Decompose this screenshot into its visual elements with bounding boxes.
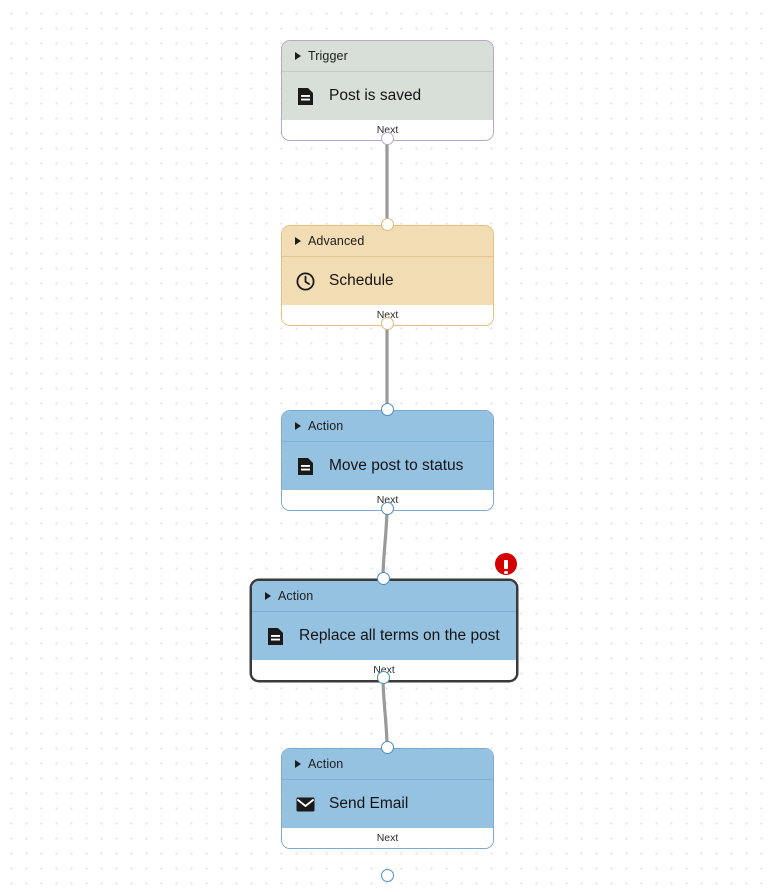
document-icon xyxy=(295,86,315,106)
node-title: Move post to status xyxy=(329,457,464,474)
input-port-advanced[interactable] xyxy=(380,217,394,231)
node-kind-label: Action xyxy=(308,419,344,433)
node-title: Send Email xyxy=(329,795,409,812)
clock-icon xyxy=(295,271,315,291)
node-title: Post is saved xyxy=(329,87,422,104)
node-kind-label: Action xyxy=(278,589,314,603)
envelope-icon xyxy=(295,794,315,814)
node-header-action[interactable]: Action xyxy=(282,411,493,442)
node-header-advanced[interactable]: Advanced xyxy=(282,226,493,257)
node-body-action[interactable]: Move post to status xyxy=(282,442,493,490)
node-kind-label: Advanced xyxy=(308,234,365,248)
node-body-advanced[interactable]: Schedule xyxy=(282,257,493,305)
node-kind-label: Action xyxy=(308,757,344,771)
document-icon xyxy=(295,456,315,476)
input-port-replace[interactable] xyxy=(376,571,390,585)
node-header-trigger[interactable]: Trigger xyxy=(282,41,493,72)
node-body-trigger[interactable]: Post is saved xyxy=(282,72,493,120)
chevron-right-icon[interactable] xyxy=(295,422,301,430)
chevron-right-icon[interactable] xyxy=(295,237,301,245)
chevron-right-icon[interactable] xyxy=(295,760,301,768)
node-body-action[interactable]: Send Email xyxy=(282,780,493,828)
chevron-right-icon[interactable] xyxy=(295,52,301,60)
node-action-replace-all-terms[interactable]: Action Replace all terms on the post Nex… xyxy=(250,579,518,682)
node-kind-label: Trigger xyxy=(308,49,348,63)
output-port-replace[interactable] xyxy=(376,670,390,684)
output-port-trigger[interactable] xyxy=(380,131,394,145)
node-body-action[interactable]: Replace all terms on the post xyxy=(252,612,516,660)
node-footer-next[interactable]: Next xyxy=(282,828,493,848)
node-action-send-email[interactable]: Action Send Email Next xyxy=(281,748,494,849)
node-title: Schedule xyxy=(329,272,394,289)
input-port-move[interactable] xyxy=(380,402,394,416)
node-action-move-post-to-status[interactable]: Action Move post to status Next xyxy=(281,410,494,511)
output-port-end[interactable] xyxy=(380,868,394,882)
node-header-action[interactable]: Action xyxy=(282,749,493,780)
exclamation-glyph xyxy=(504,559,509,575)
output-port-move[interactable] xyxy=(380,501,394,515)
chevron-right-icon[interactable] xyxy=(265,592,271,600)
node-title: Replace all terms on the post xyxy=(299,627,500,644)
node-trigger-post-is-saved[interactable]: Trigger Post is saved Next xyxy=(281,40,494,141)
output-port-advanced[interactable] xyxy=(380,316,394,330)
error-exclamation-icon[interactable] xyxy=(495,553,517,575)
node-header-action[interactable]: Action xyxy=(252,581,516,612)
input-port-email[interactable] xyxy=(380,740,394,754)
node-advanced-schedule[interactable]: Advanced Schedule Next xyxy=(281,225,494,326)
document-icon xyxy=(265,626,285,646)
edge-replace-to-email xyxy=(381,675,389,749)
edge-move-to-replace xyxy=(381,506,389,580)
